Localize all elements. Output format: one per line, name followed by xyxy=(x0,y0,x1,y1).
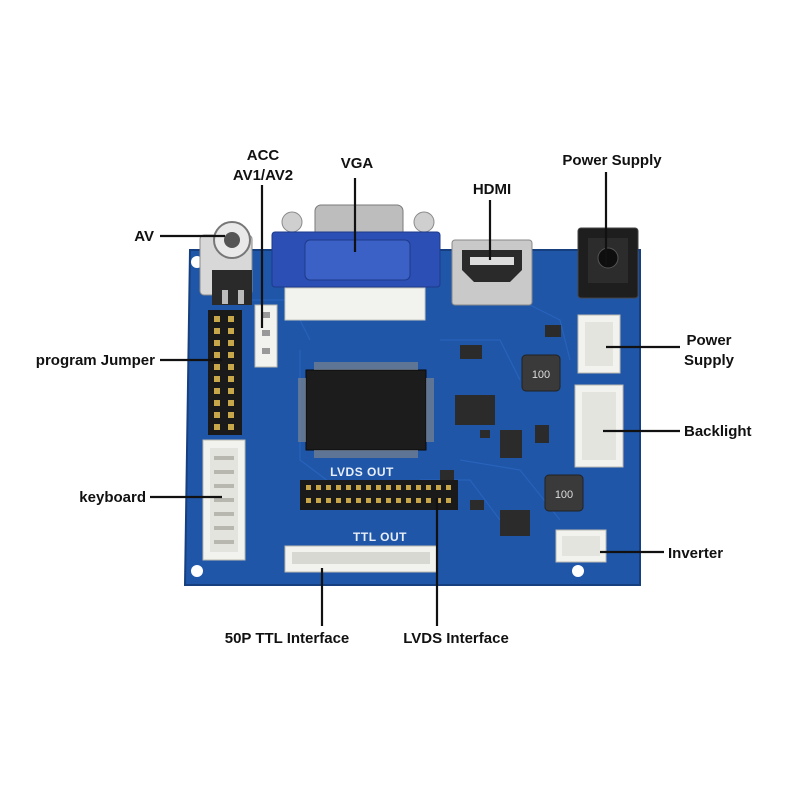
jumper-pin xyxy=(228,352,234,358)
mount-hole-bottom-left xyxy=(191,565,203,577)
lvds-pin xyxy=(426,485,431,490)
lvds-pin xyxy=(436,498,441,503)
lvds-pin xyxy=(386,485,391,490)
jumper-pin xyxy=(214,376,220,382)
jumper-pin xyxy=(214,364,220,370)
label-hdmi: HDMI xyxy=(473,181,511,198)
label-lvds-interface: LVDS Interface xyxy=(403,630,509,647)
label-power-supply-top: Power Supply xyxy=(562,152,662,169)
jumper-pin xyxy=(214,412,220,418)
lvds-pin xyxy=(446,498,451,503)
backlight-connector xyxy=(574,384,624,468)
lvds-pin xyxy=(316,485,321,490)
jumper-pin xyxy=(228,400,234,406)
jumper-pin xyxy=(228,328,234,334)
label-av: AV xyxy=(134,228,154,245)
program-jumper-header xyxy=(208,310,242,435)
lvds-pin xyxy=(326,498,331,503)
label-av1-av2: AV1/AV2 xyxy=(233,167,293,184)
jumper-pin xyxy=(228,376,234,382)
label-program-jumper: program Jumper xyxy=(36,352,155,369)
lvds-pin xyxy=(346,485,351,490)
jumper-pin xyxy=(214,352,220,358)
lvds-pin xyxy=(406,485,411,490)
smd-components xyxy=(440,325,561,536)
lvds-pin xyxy=(336,498,341,503)
mount-hole-bottom-right xyxy=(572,565,584,577)
vga-connector xyxy=(271,204,441,321)
jumper-pin xyxy=(214,424,220,430)
lvds-pin xyxy=(346,498,351,503)
lvds-pin xyxy=(376,498,381,503)
lvds-pin xyxy=(416,485,421,490)
av-rca-jack xyxy=(199,221,253,305)
lvds-pin xyxy=(396,485,401,490)
dc-power-jack xyxy=(577,227,639,299)
lvds-pin xyxy=(406,498,411,503)
lvds-header-body xyxy=(300,480,458,510)
lvds-pin xyxy=(336,485,341,490)
label-power-supply-right-line1: Power xyxy=(686,332,731,349)
inductor-2: 100 xyxy=(544,474,584,512)
lvds-pin xyxy=(376,485,381,490)
label-vga: VGA xyxy=(341,155,374,172)
label-keyboard: keyboard xyxy=(79,489,146,506)
label-backlight: Backlight xyxy=(684,423,752,440)
inverter-connector xyxy=(555,529,607,563)
inductor-1: 100 xyxy=(521,354,561,392)
lvds-pin xyxy=(416,498,421,503)
jumper-pin xyxy=(214,388,220,394)
jumper-pin xyxy=(214,400,220,406)
jumper-pin xyxy=(228,424,234,430)
lvds-pin xyxy=(436,485,441,490)
label-acc: ACC xyxy=(247,147,280,164)
lvds-pin xyxy=(446,485,451,490)
lvds-pin xyxy=(326,485,331,490)
label-inverter: Inverter xyxy=(668,545,723,562)
lvds-pin xyxy=(306,498,311,503)
ttl-fpc-connector xyxy=(284,545,438,573)
lvds-out-silkscreen: LVDS OUT xyxy=(330,465,394,479)
jumper-pin xyxy=(228,364,234,370)
inductor-1-label: 100 xyxy=(532,369,550,381)
lvds-pin xyxy=(356,485,361,490)
lvds-pin xyxy=(426,498,431,503)
jumper-pin xyxy=(228,412,234,418)
hdmi-connector xyxy=(451,239,533,306)
lvds-pin xyxy=(366,498,371,503)
label-ttl-interface: 50P TTL Interface xyxy=(225,630,350,647)
lvds-pin xyxy=(356,498,361,503)
lvds-pin xyxy=(386,498,391,503)
callout-labels: ACC AV1/AV2 VGA HDMI Power Supply AV Pow… xyxy=(36,147,752,647)
inductor-2-label: 100 xyxy=(555,489,573,501)
jumper-header-body xyxy=(208,310,242,435)
acc-header xyxy=(254,304,278,368)
jumper-pin xyxy=(214,316,220,322)
lvds-pin xyxy=(366,485,371,490)
label-power-supply-right-line2: Supply xyxy=(684,352,735,369)
leader-lines xyxy=(150,172,680,626)
keyboard-connector xyxy=(202,439,246,561)
lvds-pin xyxy=(396,498,401,503)
lvds-pin xyxy=(316,498,321,503)
lvds-pin-header xyxy=(300,480,458,510)
jumper-pin xyxy=(228,340,234,346)
lvds-pin xyxy=(306,485,311,490)
jumper-pin xyxy=(228,316,234,322)
jumper-pin xyxy=(214,340,220,346)
jumper-pin xyxy=(214,328,220,334)
power-supply-connector xyxy=(577,314,621,374)
jumper-pin xyxy=(228,388,234,394)
ttl-out-silkscreen: TTL OUT xyxy=(353,530,407,544)
main-controller-chip xyxy=(298,362,434,458)
